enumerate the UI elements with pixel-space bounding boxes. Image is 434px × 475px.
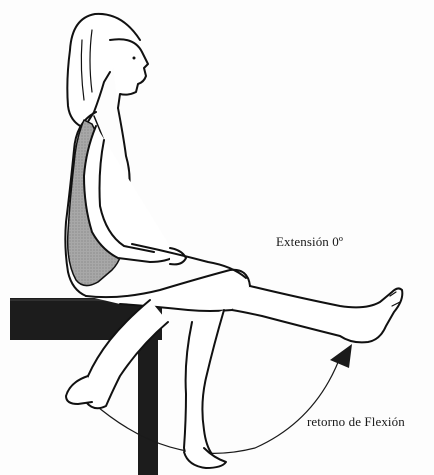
hanging-foot — [184, 448, 226, 468]
hanging-leg — [184, 310, 224, 462]
face — [110, 39, 148, 108]
arm — [84, 126, 176, 262]
bench-leg — [138, 332, 158, 475]
extended-leg — [232, 286, 402, 342]
flexion-arc — [92, 352, 342, 453]
seated-woman — [65, 14, 402, 468]
arc-arrowhead-icon — [330, 344, 352, 368]
extension-label: Extensión 0º — [276, 234, 343, 250]
swinging-foot — [66, 376, 92, 404]
return-flexion-label: retorno de Flexión — [307, 414, 405, 430]
eye — [133, 57, 136, 60]
